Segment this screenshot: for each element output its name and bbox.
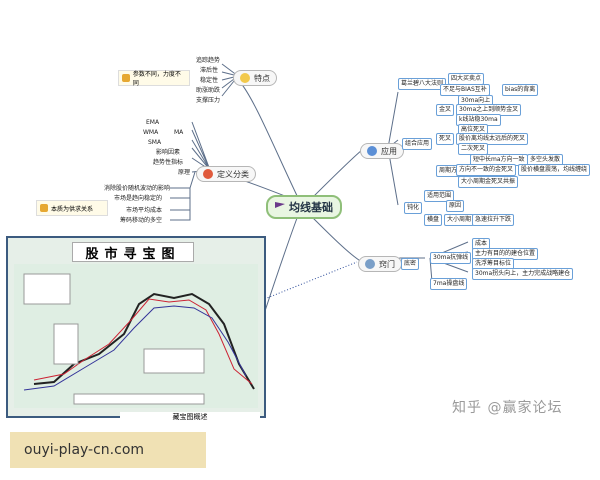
feature-item: 稳定性 <box>200 77 219 84</box>
ma30-item: 30ma拐头向上，主力完成战略建仓 <box>472 268 574 280</box>
cycle-item: 方向不一致的金死叉 <box>456 164 517 176</box>
combo-node: 组合应用 <box>402 138 433 150</box>
feature-item: 助涨助跌 <box>196 87 221 94</box>
tricks-ma30: 30ma抗弹线 <box>430 252 472 264</box>
dead-item: 股价离均线太远后的死叉 <box>456 133 529 145</box>
definition-item: 影响因素 <box>156 149 181 156</box>
poster-chart <box>14 264 258 408</box>
poster-caption: 藏宝图概述 <box>120 412 260 424</box>
flexible-item: 横盘 <box>424 214 443 226</box>
cycle-item: 股价横盘震荡，均线缠绕 <box>518 164 591 176</box>
flag-icon <box>275 202 285 208</box>
feature-item: 追踪趋势 <box>196 57 221 64</box>
treasure-map-poster[interactable]: 股市寻宝图 <box>6 236 266 418</box>
flexible-item: 原因 <box>446 200 465 212</box>
definition-subitem: 市场是趋向稳定的 <box>114 195 163 202</box>
definition-subitem: 筹码移动的多空 <box>120 217 163 224</box>
dead-item: 二次死叉 <box>458 143 489 155</box>
flexible-item: 适用范围 <box>424 190 455 202</box>
granville-item: bias的背离 <box>502 84 539 96</box>
feature-item: 支撑压力 <box>196 97 221 104</box>
note-icon <box>122 74 130 82</box>
site-banner[interactable]: ouyi-play-cn.com <box>10 432 206 468</box>
feature-note: 参数不同，力度不同 <box>118 70 190 87</box>
definition-item: 原理 <box>178 169 191 176</box>
definition-item: WMA <box>143 129 159 136</box>
root-node[interactable]: 均线基础 <box>266 195 342 219</box>
watermark: 知乎 @赢家论坛 <box>452 400 563 416</box>
definition-subitem: 消除股价随机波动的影响 <box>104 185 171 192</box>
definition-item: EMA <box>146 119 160 126</box>
dead-cross-node: 死叉 <box>436 133 455 145</box>
smiley-icon <box>240 73 250 83</box>
branch-features[interactable]: 特点 <box>233 70 277 86</box>
cycle-item: 大小周期金死叉共振 <box>458 176 519 188</box>
definition-extra: MA <box>174 129 184 136</box>
gear-icon <box>367 146 377 156</box>
note-icon <box>40 204 48 212</box>
branch-definition[interactable]: 定义分类 <box>196 166 256 182</box>
poster-title: 股市寻宝图 <box>72 242 194 262</box>
key-icon <box>365 259 375 269</box>
granville-node: 葛兰碧八大法则 <box>398 78 447 90</box>
definition-item: 趋势性指标 <box>153 159 184 166</box>
definition-note: 本质为供求关系 <box>36 200 108 216</box>
definition-subitem: 市场平均成本 <box>126 207 163 214</box>
tricks-anchor: 底密 <box>401 258 420 270</box>
branch-tricks[interactable]: 窍门 <box>358 256 402 272</box>
feature-item: 滞后性 <box>200 67 219 74</box>
golden-cross-node: 金叉 <box>436 104 455 116</box>
flexible-item: 急速拉升下跌 <box>472 214 515 226</box>
ma30-item: 洗浮筹目标位 <box>472 258 515 270</box>
flexible-node: 钝化 <box>404 202 423 214</box>
definition-item: SMA <box>148 139 162 146</box>
tricks-ma7: 7ma操盘线 <box>430 278 468 290</box>
flexible-item: 大小周期 <box>444 214 475 226</box>
branch-application[interactable]: 应用 <box>360 143 404 159</box>
info-icon <box>203 169 213 179</box>
